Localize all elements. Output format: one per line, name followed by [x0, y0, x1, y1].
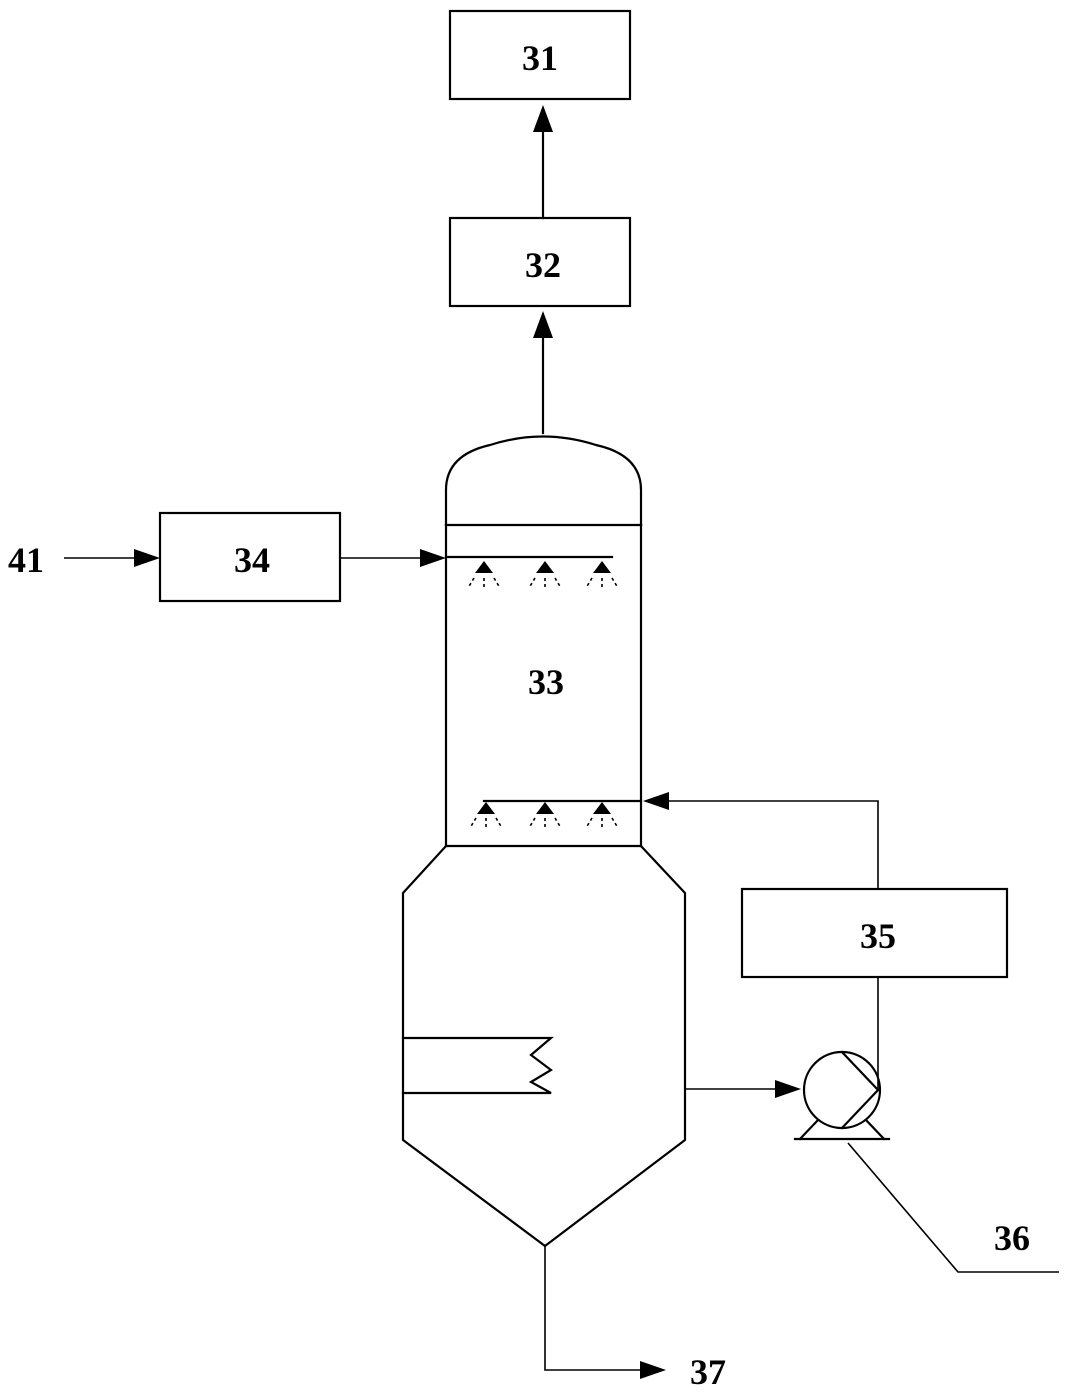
- flow-41-to-34: 41: [8, 540, 160, 580]
- spray-nozzle-icon: [585, 802, 619, 829]
- unit-35-label: 35: [860, 916, 896, 956]
- label-36: 36: [994, 1218, 1030, 1258]
- unit-35-box: 35: [740, 887, 1009, 979]
- unit-32-box: 32: [448, 216, 632, 308]
- unit-34-box: 34: [158, 511, 342, 603]
- flow-33-to-32: [533, 311, 553, 435]
- flow-35-to-33: [643, 792, 879, 889]
- pump-icon: [793, 1050, 891, 1141]
- label-41: 41: [8, 540, 44, 580]
- unit-31-label: 31: [522, 38, 558, 78]
- outlet-37: 37: [544, 1246, 726, 1392]
- lower-spray-nozzles: [469, 799, 643, 829]
- spray-nozzle-icon: [528, 561, 562, 589]
- flow-33-to-pump: [685, 1080, 801, 1098]
- unit-32-label: 32: [525, 245, 561, 285]
- unit-33-label: 33: [528, 662, 564, 702]
- flow-32-to-31: [533, 105, 553, 220]
- unit-31-box: 31: [448, 9, 632, 101]
- unit-34-label: 34: [234, 540, 270, 580]
- leader-36: 36: [847, 1142, 1059, 1273]
- spray-nozzle-icon: [528, 802, 562, 829]
- label-37: 37: [690, 1352, 726, 1392]
- heating-coil: [401, 1036, 554, 1095]
- spray-nozzle-icon: [469, 802, 503, 829]
- upper-spray-nozzles: [444, 555, 619, 589]
- spray-nozzle-icon: [585, 561, 619, 589]
- spray-nozzle-icon: [467, 561, 501, 589]
- flow-34-to-33: [340, 549, 446, 567]
